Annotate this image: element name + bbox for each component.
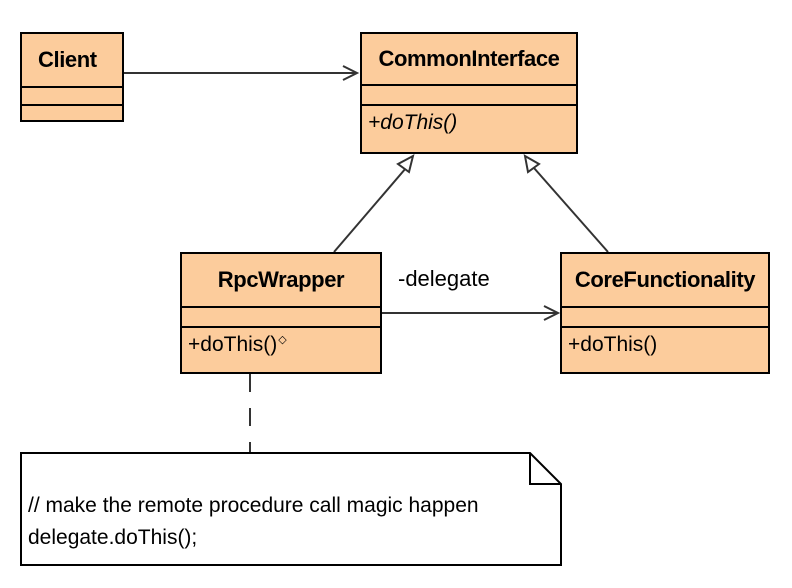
class-client-attributes [22, 86, 122, 104]
class-rpcwrapper-attributes [182, 306, 380, 326]
class-rpcwrapper-operation: +doThis() [188, 333, 278, 356]
class-rpcwrapper-name: RpcWrapper [217, 267, 345, 292]
association-delegate-label: -delegate [398, 266, 490, 291]
note-folded-corner [529, 453, 561, 485]
class-client-operations [22, 104, 122, 122]
class-corefunctionality-name: CoreFunctionality [574, 267, 756, 292]
class-commoninterface[interactable]: CommonInterface +doThis() [360, 32, 578, 154]
class-corefunctionality-attributes [562, 306, 768, 326]
class-commoninterface-operations: +doThis() [362, 104, 576, 148]
class-commoninterface-name: CommonInterface [378, 46, 560, 71]
implementation-note[interactable]: // make the remote procedure call magic … [20, 452, 562, 566]
class-corefunctionality-operation: +doThis() [568, 333, 658, 356]
note-body [20, 452, 562, 566]
rpcwrapper-to-commoninterface-line [333, 167, 407, 253]
class-corefunctionality-operations: +doThis() [562, 326, 768, 370]
corefunctionality-to-commoninterface-line [533, 167, 609, 253]
rpcwrapper-to-corefunctionality-arrowhead [543, 305, 561, 321]
class-rpcwrapper[interactable]: RpcWrapper +doThis()◇ [180, 252, 382, 374]
note-line-2: delegate.doThis(); [28, 526, 198, 549]
note-shape [20, 452, 562, 566]
client-to-commoninterface-arrowhead [342, 65, 360, 81]
class-client-name: Client [38, 47, 97, 72]
corefunctionality-to-commoninterface-arrowhead [523, 154, 541, 174]
class-commoninterface-operation: +doThis() [368, 111, 458, 134]
class-client[interactable]: Client [20, 32, 124, 122]
class-commoninterface-attributes [362, 84, 576, 104]
class-rpcwrapper-operations: +doThis()◇ [182, 326, 380, 370]
class-corefunctionality[interactable]: CoreFunctionality +doThis() [560, 252, 770, 374]
rpcwrapper-to-commoninterface-arrowhead [396, 154, 415, 174]
diamond-marker-icon: ◇ [278, 334, 287, 346]
note-line-1: // make the remote procedure call magic … [28, 494, 479, 517]
